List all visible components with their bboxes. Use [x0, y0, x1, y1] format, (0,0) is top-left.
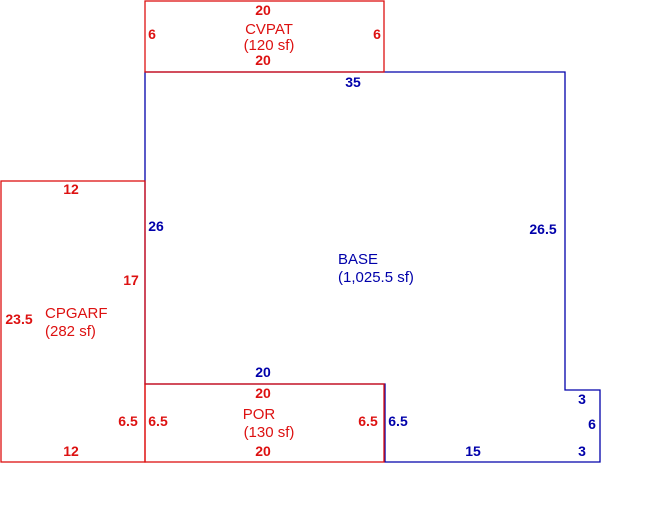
base-dim-step-top: 3: [578, 391, 586, 407]
base-dim-top: 35: [345, 74, 361, 90]
base-dim-right: 26.5: [529, 221, 556, 237]
base-dim-left-lower: 6.5: [388, 413, 408, 429]
base-dim-bottom: 15: [465, 443, 481, 459]
por-area: (130 sf): [244, 424, 295, 441]
base-dim-left: 26: [148, 218, 164, 234]
por-dim-left: 6.5: [148, 413, 168, 429]
cvpat-area: (120 sf): [244, 37, 295, 54]
por-dim-top: 20: [255, 385, 271, 401]
cvpat-outline: [144, 0, 385, 73]
cvpat-dim-top: 20: [255, 2, 271, 18]
cpgarf-dim-right: 17: [123, 272, 139, 288]
por-outline: [144, 383, 385, 463]
cvpat-name: CVPAT: [245, 21, 293, 38]
cvpat-dim-left: 6: [148, 26, 156, 42]
base-dim-inner-bottom: 20: [255, 364, 271, 380]
cpgarf-dim-top: 12: [63, 181, 79, 197]
cvpat-dim-bottom: 20: [255, 52, 271, 68]
cpgarf-outline: [0, 180, 146, 463]
cvpat-dim-right: 6: [373, 26, 381, 42]
cpgarf-dim-right-lower: 6.5: [118, 413, 138, 429]
base-area: (1,025.5 sf): [338, 269, 414, 286]
por-dim-right: 6.5: [358, 413, 378, 429]
cpgarf-dim-bottom: 12: [63, 443, 79, 459]
cpgarf-area: (282 sf): [45, 323, 96, 340]
base-dim-step-bottom: 3: [578, 443, 586, 459]
por-name: POR: [243, 406, 276, 423]
cpgarf-name: CPGARF: [45, 305, 108, 322]
por-dim-bottom: 20: [255, 443, 271, 459]
cpgarf-dim-left: 23.5: [5, 311, 32, 327]
base-name: BASE: [338, 251, 378, 268]
base-dim-step-side: 6: [588, 416, 596, 432]
